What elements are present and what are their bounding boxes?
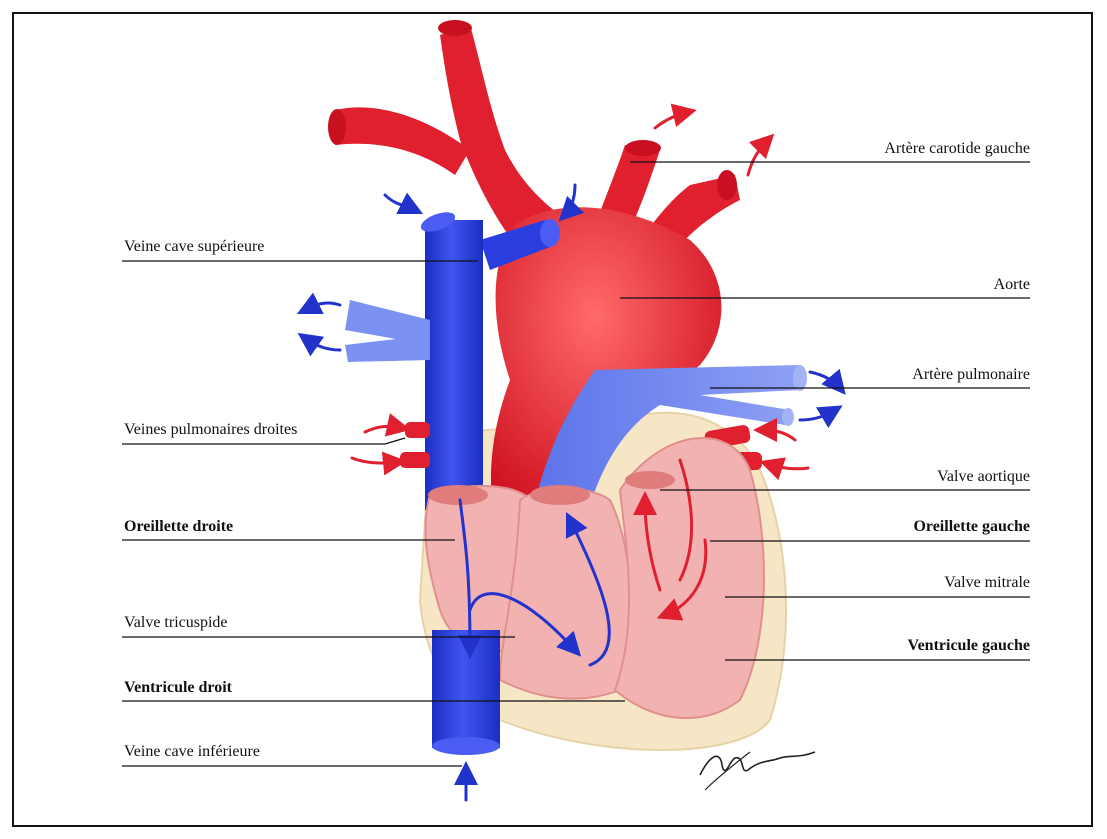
flow-arrow-rpv-bottom — [352, 458, 398, 463]
flow-arrow-pa-out-bottom — [800, 410, 835, 420]
flow-arrow-pv-up — [305, 303, 340, 310]
flow-arrow-subclavian — [748, 140, 768, 175]
label-artere-carotide-gauche: Artère carotide gauche — [780, 140, 1030, 158]
label-valve-aortique: Valve aortique — [780, 468, 1030, 486]
inferior-vena-cava — [432, 630, 500, 755]
flow-arrow-carotid — [655, 112, 688, 128]
flow-arrow-lpv-top — [762, 430, 795, 440]
label-oreillette-gauche: Oreillette gauche — [780, 518, 1030, 536]
label-aorte: Aorte — [780, 276, 1030, 294]
label-veine-cave-superieure: Veine cave supérieure — [124, 238, 264, 256]
flow-arrow-rpv-top — [365, 426, 402, 432]
label-ventricule-droit: Ventricule droit — [124, 679, 232, 697]
label-veine-cave-inferieure: Veine cave inférieure — [124, 743, 260, 761]
label-oreillette-droite: Oreillette droite — [124, 518, 233, 536]
label-ventricule-gauche: Ventricule gauche — [780, 637, 1030, 655]
right-pulmonary-veins — [345, 300, 430, 362]
label-veines-pulmonaires-droites: Veines pulmonaires droites — [124, 421, 297, 439]
label-valve-tricuspide: Valve tricuspide — [124, 614, 228, 632]
leader-veines-pulmonaires-tip — [385, 438, 405, 444]
label-valve-mitrale: Valve mitrale — [780, 574, 1030, 592]
label-artere-pulmonaire: Artère pulmonaire — [780, 366, 1030, 384]
flow-arrow-svc-left — [385, 195, 415, 210]
signature — [700, 752, 815, 790]
flow-arrow-pv-down — [305, 338, 340, 350]
